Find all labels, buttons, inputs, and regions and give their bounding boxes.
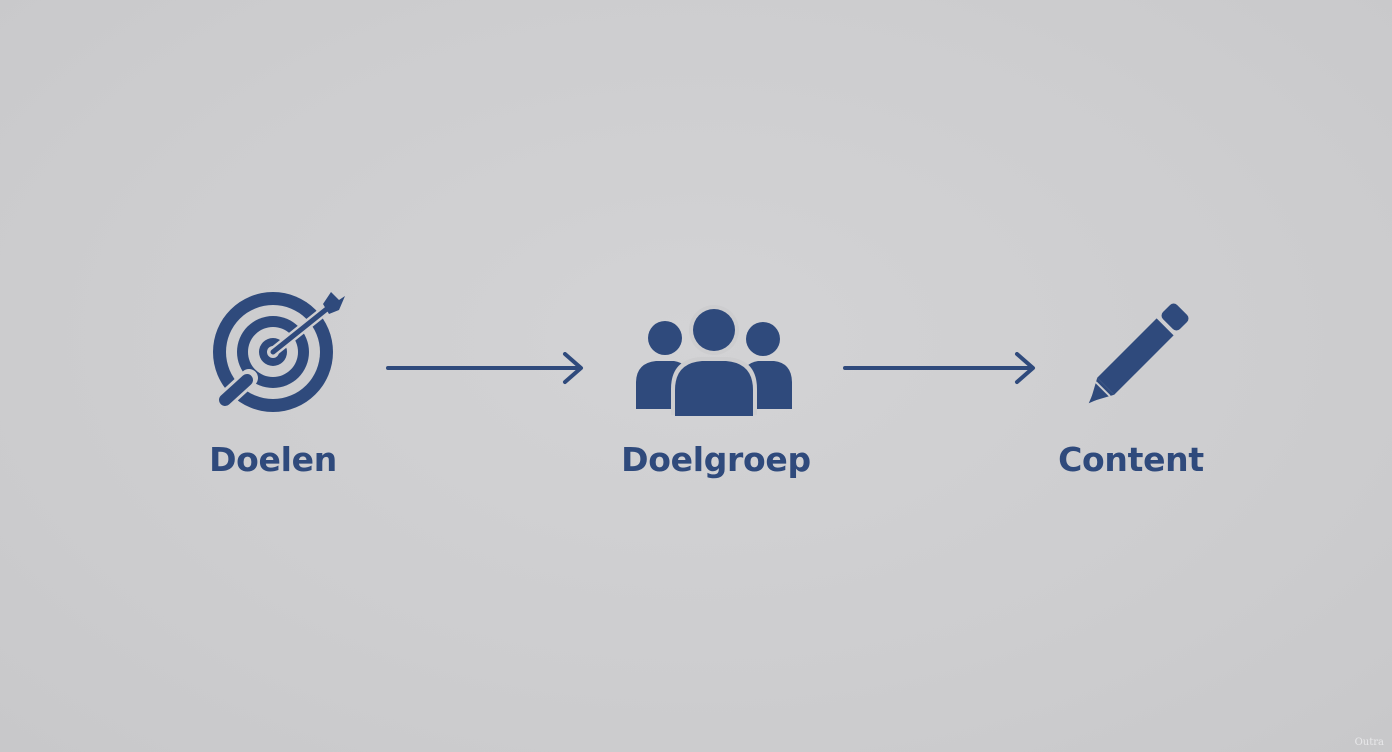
arrow-right-icon (385, 352, 587, 390)
target-arrow-icon (173, 288, 373, 418)
step-audience: Doelgroep (616, 303, 816, 479)
step-label-audience: Doelgroep (621, 440, 811, 479)
arrow-right-icon (842, 352, 1038, 390)
watermark: Outra (1354, 737, 1384, 748)
step-goals: Doelen (173, 288, 373, 479)
people-group-icon (616, 303, 816, 418)
pencil-icon (1041, 298, 1221, 418)
step-label-goals: Doelen (209, 440, 337, 479)
step-content: Content (1041, 298, 1221, 479)
step-label-content: Content (1058, 440, 1204, 479)
